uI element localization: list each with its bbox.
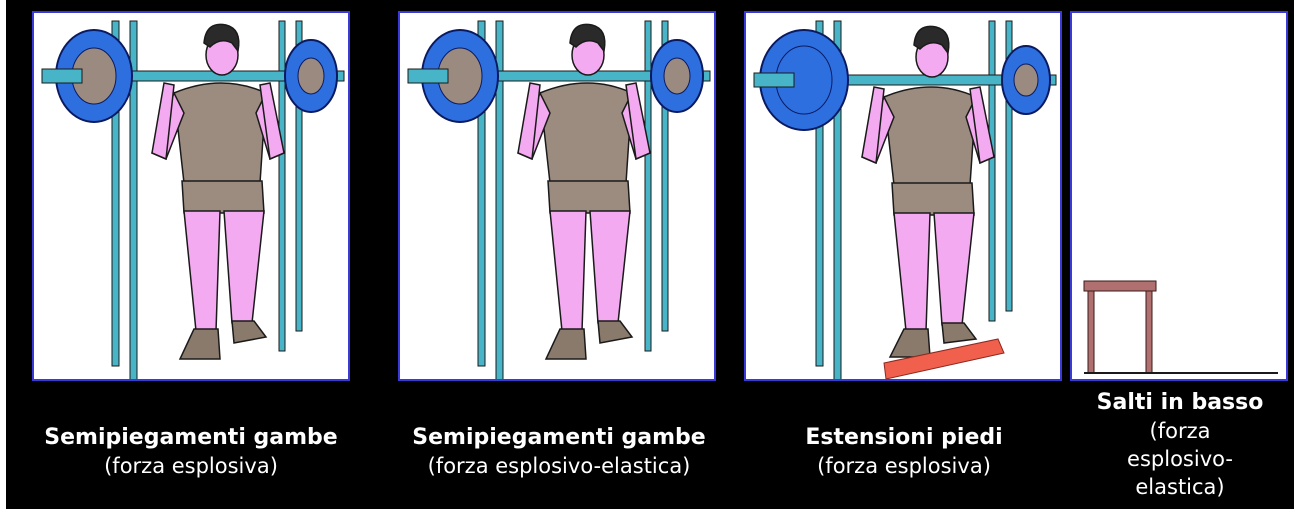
squat-rack: [111, 20, 303, 379]
calf-raise-step-block: [883, 338, 1005, 379]
right-weight-plate: [1001, 45, 1051, 115]
barbell-squat-illustration: [407, 20, 711, 379]
squat-rack: [477, 20, 669, 379]
barbell-squat-illustration: [41, 20, 345, 379]
left-weight-plate: [41, 29, 133, 123]
left-weight-plate: [753, 29, 849, 131]
barbell-calf-raise-illustration: [753, 20, 1057, 379]
right-weight-plate: [650, 39, 704, 113]
caption-subtitle: (forza esplosiva): [104, 454, 278, 478]
squat-rack: [815, 20, 1013, 379]
left-weight-plate: [407, 29, 499, 123]
plyo-box: [1083, 280, 1157, 374]
squat-explosive-frame: [32, 11, 350, 381]
caption-title: Semipiegamenti gambe: [412, 425, 706, 450]
caption-calf-raise: Estensioni piedi (forza esplosiva): [742, 424, 1066, 480]
squat-elastic-frame: [398, 11, 716, 381]
calf-raise-frame: [744, 11, 1062, 381]
caption-drop-jump: Salti in basso (forza esplosivo- elastic…: [1066, 389, 1294, 501]
caption-subtitle-line: elastica): [1135, 475, 1225, 499]
caption-title: Salti in basso: [1096, 390, 1264, 415]
caption-squat-explosive: Semipiegamenti gambe (forza esplosiva): [6, 424, 376, 480]
caption-subtitle: (forza esplosiva): [817, 454, 991, 478]
box-drop-jump-illustration: [1083, 280, 1278, 374]
caption-squat-elastic: Semipiegamenti gambe (forza esplosivo-el…: [376, 424, 742, 480]
athlete-figure: [151, 23, 285, 360]
athlete-figure: [517, 23, 651, 360]
caption-subtitle-line: (forza: [1149, 419, 1211, 443]
caption-title: Semipiegamenti gambe: [44, 425, 338, 450]
caption-subtitle-line: esplosivo-: [1127, 447, 1233, 471]
right-weight-plate: [284, 39, 338, 113]
caption-title: Estensioni piedi: [805, 425, 1003, 450]
drop-jump-frame: [1070, 11, 1288, 381]
caption-subtitle: (forza esplosivo-elastica): [427, 454, 691, 478]
